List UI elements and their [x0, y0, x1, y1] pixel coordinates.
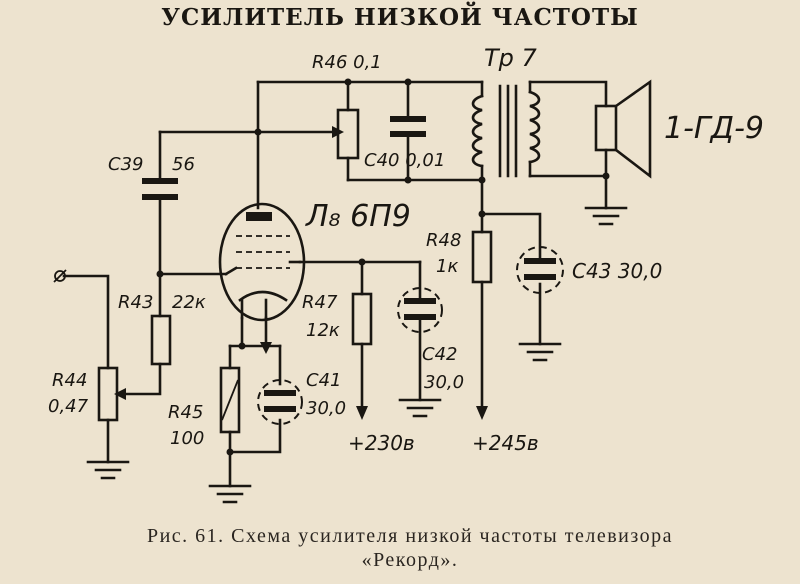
tube-6p9	[218, 202, 306, 322]
r43-resistor	[150, 314, 172, 366]
label-r44: R44	[52, 370, 87, 391]
label-c42-value: 30,0	[424, 372, 464, 393]
r45-resistor	[219, 366, 241, 434]
label-c41: C41	[306, 370, 341, 391]
r46-resistor	[336, 108, 360, 160]
label-c41-value: 30,0	[306, 398, 346, 419]
label-r48-value: 1к	[436, 256, 458, 277]
c39-capacitor	[142, 178, 178, 200]
label-tube: Л₈ 6П9	[305, 199, 411, 234]
label-r48: R48	[426, 230, 461, 251]
label-r45: R45	[168, 402, 203, 423]
label-supply-245: +245в	[472, 431, 539, 455]
label-c39: C39	[108, 154, 143, 175]
ground-icon	[86, 460, 130, 480]
r48-resistor	[471, 230, 493, 284]
ground-icon	[584, 206, 628, 226]
label-transformer: Тр 7	[484, 44, 538, 72]
ground-icon	[398, 398, 442, 418]
caption-line-2: «Рекорд».	[361, 549, 459, 571]
label-r47: R47	[302, 292, 338, 313]
label-r46: R46 0,1	[312, 52, 382, 73]
c43-capacitor	[516, 246, 564, 294]
transformer-tr7	[471, 80, 541, 178]
ground-icon	[208, 484, 252, 504]
c40-capacitor	[390, 116, 426, 137]
label-c39-value: 56	[172, 154, 195, 175]
c42-capacitor	[397, 287, 443, 333]
label-r44-value: 0,47	[48, 396, 89, 417]
label-c43: C43 30,0	[572, 259, 662, 283]
label-r47-value: 12к	[306, 320, 340, 341]
c41-capacitor	[257, 379, 303, 425]
label-r43: R43	[118, 292, 153, 313]
ground-icon	[518, 342, 562, 362]
label-r45-value: 100	[170, 428, 204, 449]
r47-resistor	[351, 292, 373, 346]
component-labels: R46 0,1 Тр 7 1-ГД-9 C40 0,01 C39 56 Л₈ 6…	[48, 44, 764, 455]
input-terminal[interactable]	[53, 269, 67, 283]
r44-potentiometer	[97, 366, 119, 422]
page-title: УСИЛИТЕЛЬ НИЗКОЙ ЧАСТОТЫ	[161, 4, 639, 31]
label-c40: C40 0,01	[364, 150, 445, 171]
label-c42: C42	[422, 344, 457, 365]
caption-line-1: Рис. 61. Схема усилителя низкой частоты …	[146, 525, 674, 547]
wires	[62, 80, 608, 488]
label-speaker: 1-ГД-9	[664, 111, 764, 146]
figure-caption: Рис. 61. Схема усилителя низкой частоты …	[60, 524, 760, 572]
speaker-icon	[594, 79, 652, 179]
junctions	[156, 78, 610, 456]
label-supply-230: +230в	[348, 431, 415, 455]
label-r43-value: 22к	[172, 292, 206, 313]
